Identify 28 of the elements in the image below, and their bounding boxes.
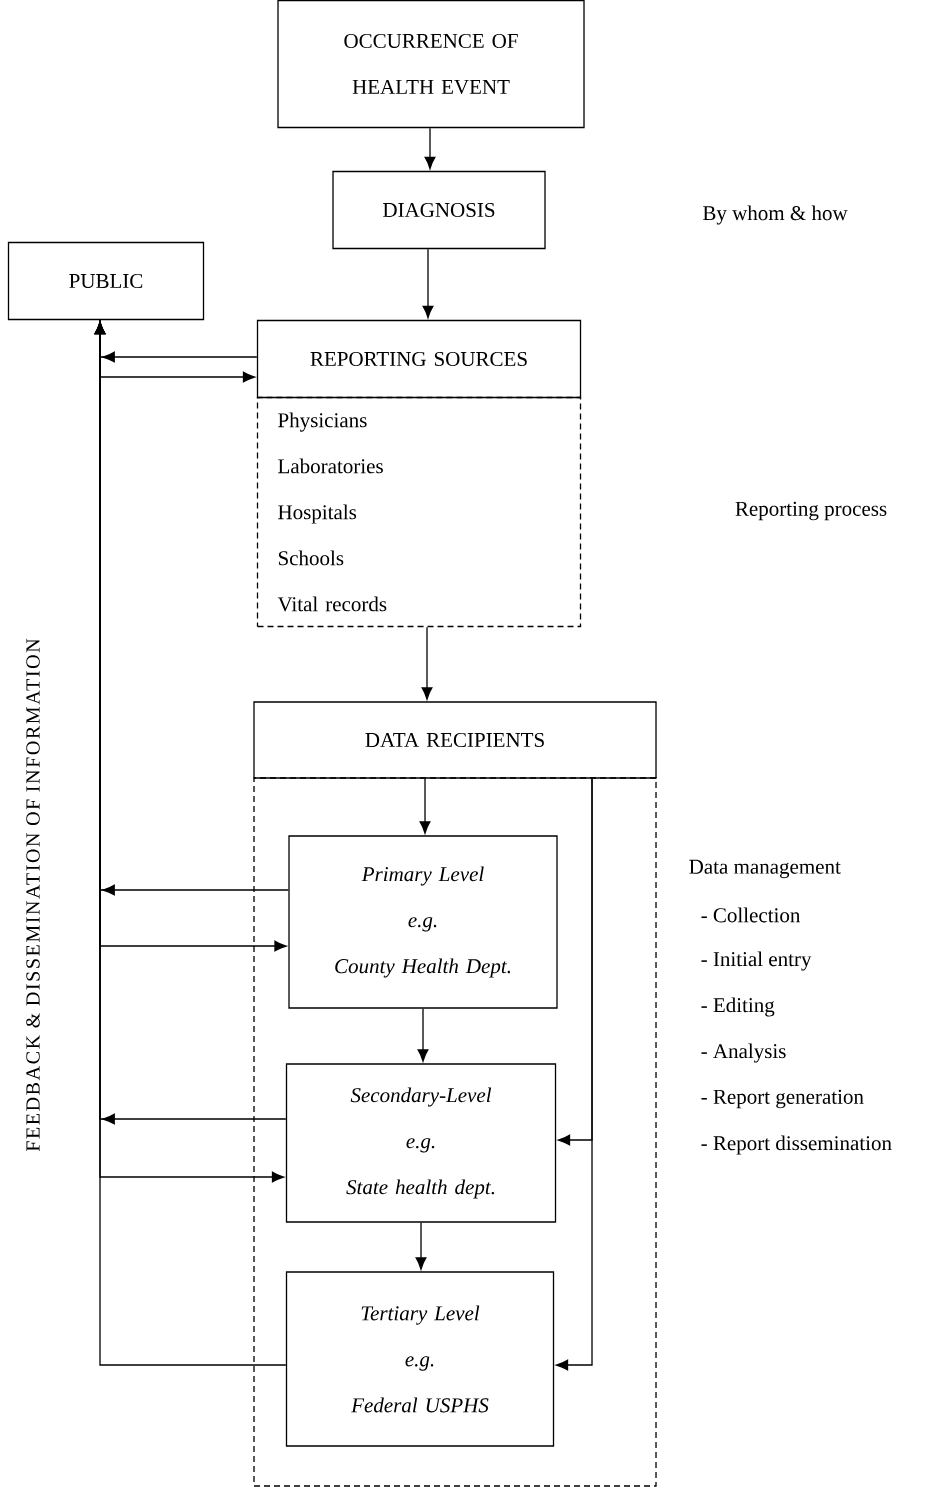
process-box: Secondary-Level e.g. State health dept. <box>285 1063 557 1223</box>
annotation-text: Reporting process <box>735 501 887 521</box>
process-box: DATA RECIPIENTS <box>253 701 657 779</box>
arrow <box>422 248 434 319</box>
arrow <box>417 1008 429 1062</box>
side-label: FEEDBACK & DISSEMINATION OF INFORMATION <box>26 638 40 1152</box>
list-item: - Initial entry <box>701 951 812 971</box>
process-box: DIAGNOSIS <box>332 170 546 250</box>
list-item: - Analysis <box>701 1043 786 1063</box>
dashed-list-box: Physicians Laboratories Hospitals Schools Vital records <box>256 396 582 628</box>
list-item: - Report dissemination <box>701 1135 892 1155</box>
dashed-group-box <box>253 777 657 1487</box>
process-box: Tertiary Level e.g. Federal USPHS <box>285 1271 555 1447</box>
arrow <box>419 778 431 834</box>
process-box: REPORTING SOURCES <box>256 319 582 399</box>
arrow <box>555 778 593 1371</box>
list-item: - Editing <box>701 997 775 1017</box>
process-box: Primary Level e.g. County Health Dept. <box>288 835 558 1009</box>
process-box: PUBLIC <box>7 241 205 321</box>
process-box: OCCURRENCE OF HEALTH EVENT <box>277 0 585 129</box>
list-item: - Report generation <box>701 1089 864 1109</box>
annotation-text: By whom & how <box>703 205 848 225</box>
arrow <box>94 321 287 1366</box>
list-item: - Collection <box>701 907 801 923</box>
arrow <box>415 1222 427 1270</box>
arrow <box>424 127 436 170</box>
arrow <box>421 626 433 700</box>
annotation-text: Data management <box>689 859 841 879</box>
